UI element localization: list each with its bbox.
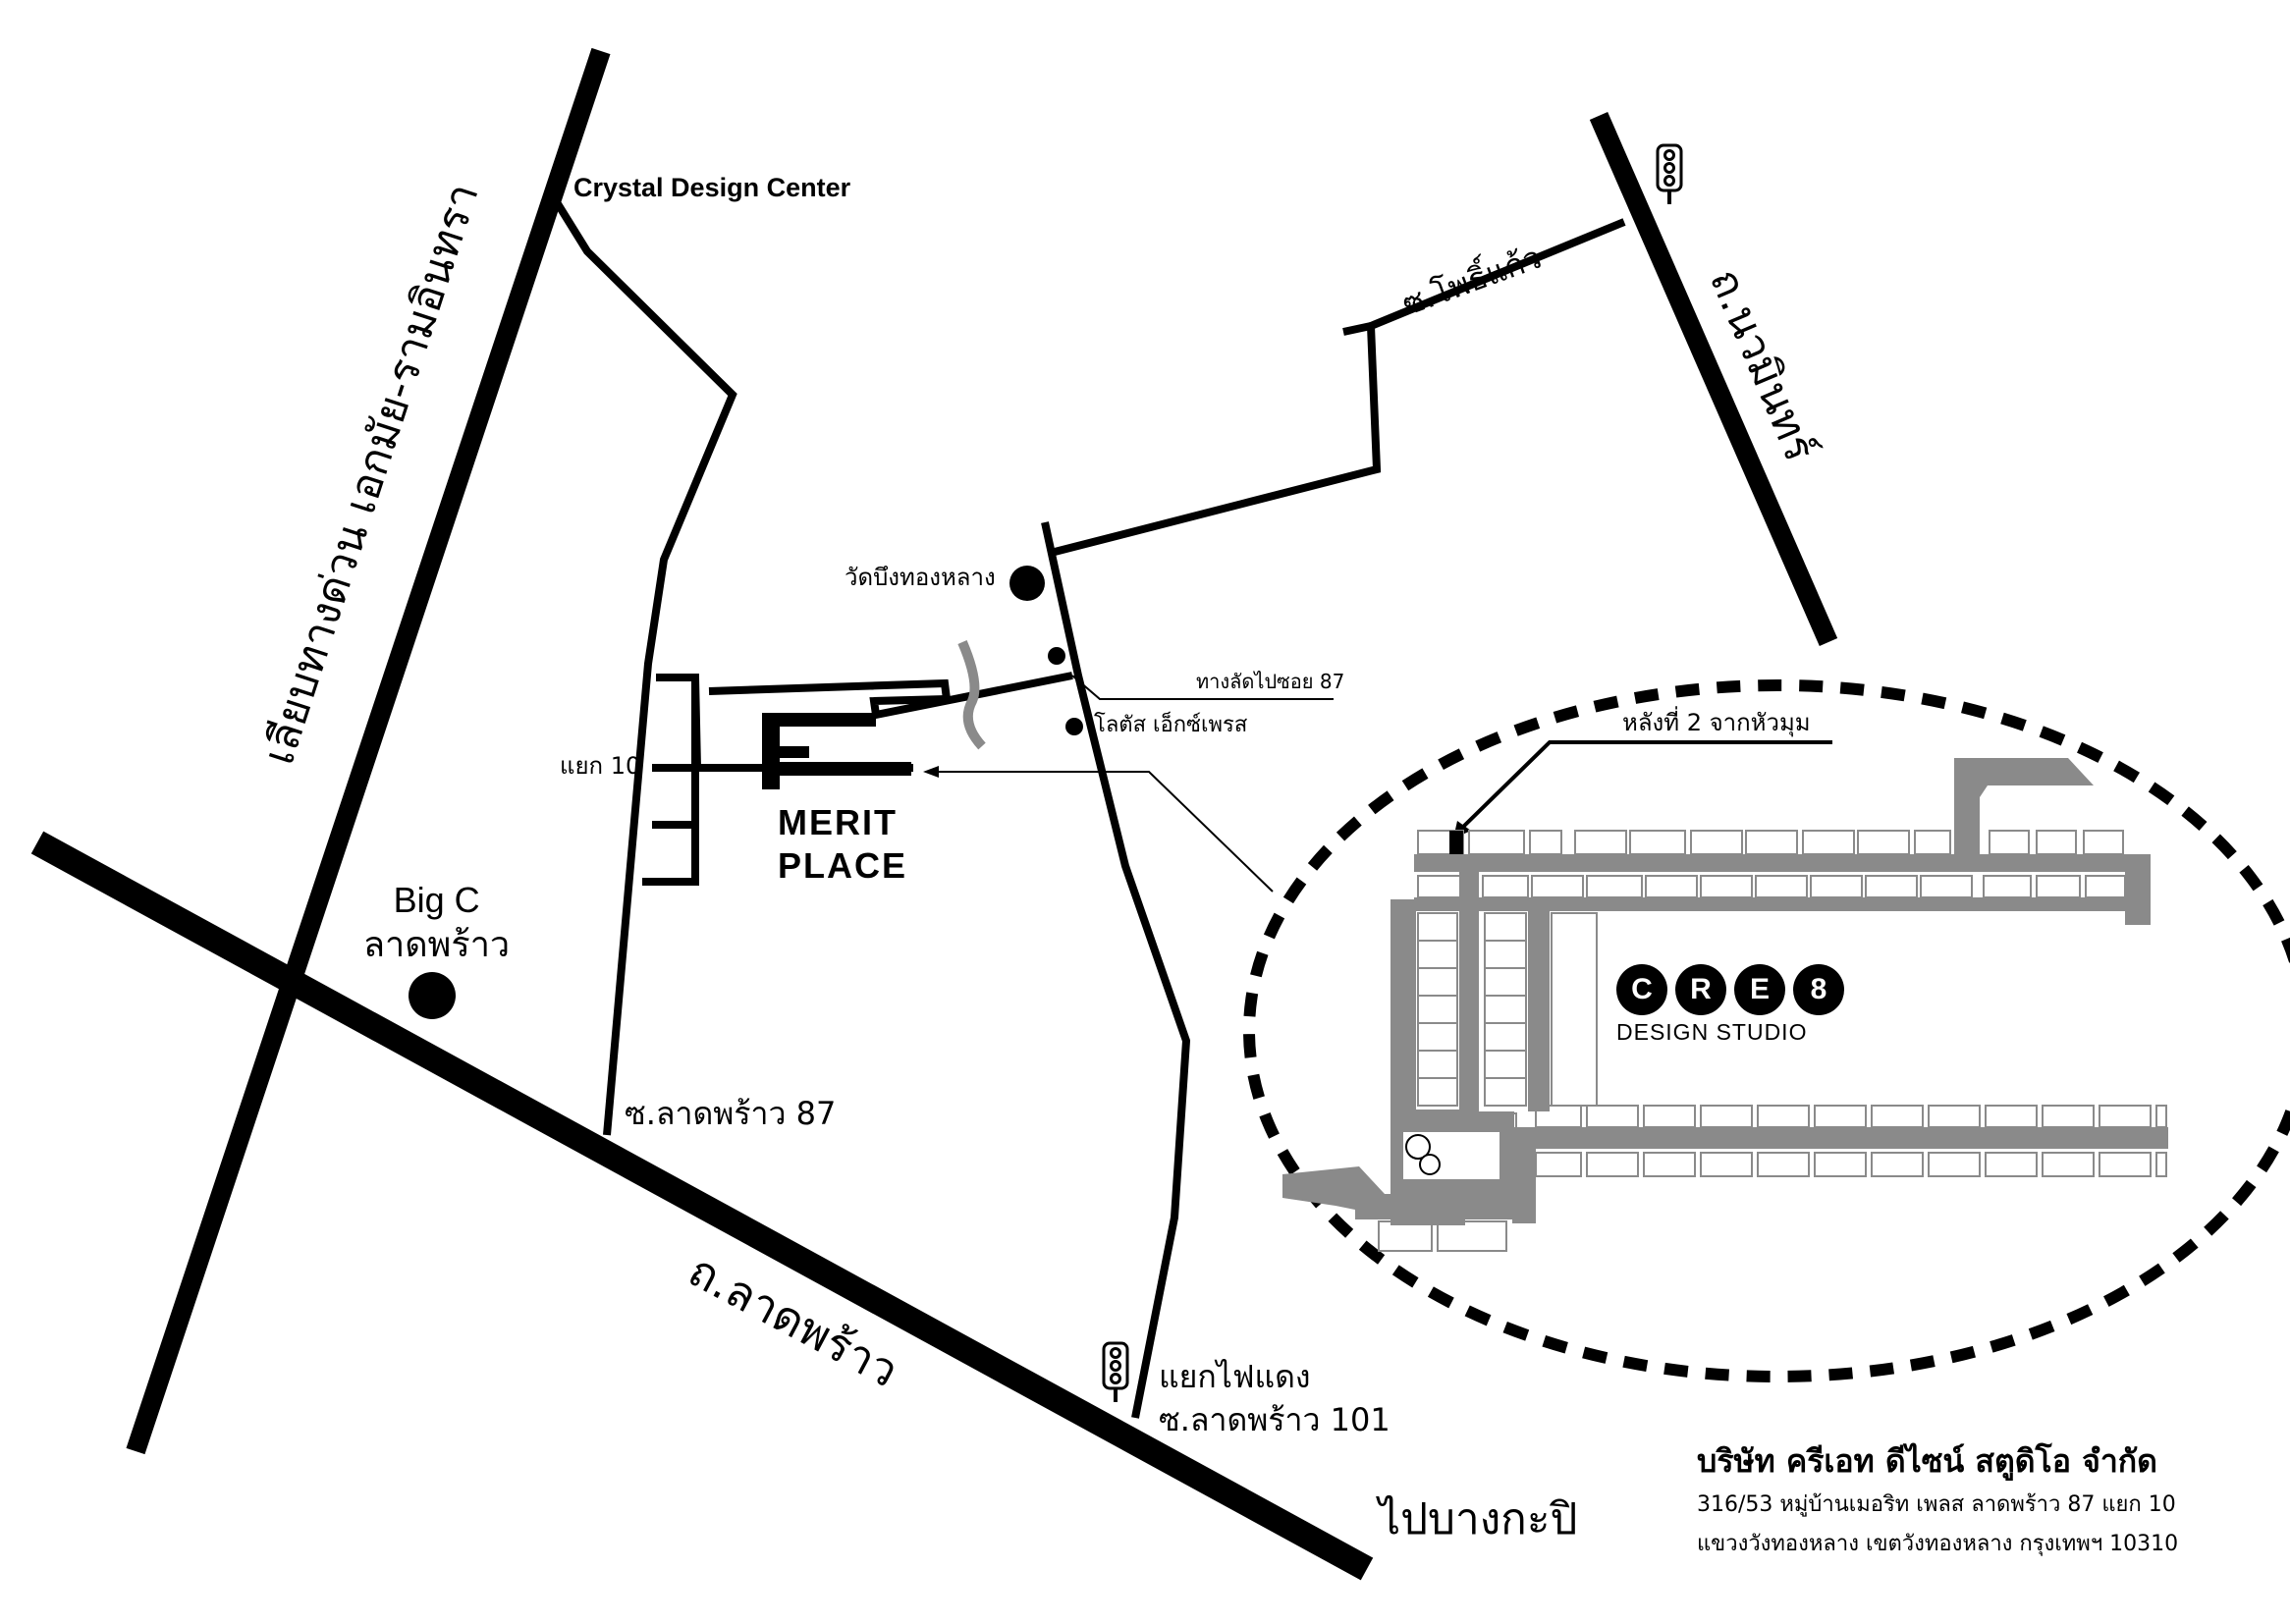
logo-letter-8: 8 [1793, 964, 1844, 1015]
second-house-leader [1457, 740, 1832, 833]
wat-bueng-thonglang-dot [1009, 566, 1045, 601]
label-merit-place: MERIT PLACE [778, 801, 907, 888]
label-yaek10: แยก 10 [560, 752, 641, 780]
soi-phokaew-stub [1342, 322, 1372, 336]
cre8-logo: C R E 8 [1616, 964, 1844, 1015]
village-pond-2 [1419, 1154, 1441, 1175]
logo-subtitle: DESIGN STUDIO [1616, 1019, 1808, 1045]
soi-ladprao-101-road [1041, 521, 1191, 1419]
label-big-c-line1: Big C [393, 880, 480, 920]
label-traffic-light: แยกไฟแดง ซ.ลาดพร้าว 101 [1159, 1355, 1390, 1441]
label-crystal-design-center: Crystal Design Center [573, 173, 851, 202]
shortcut-dot [1048, 647, 1065, 665]
company-name: บริษัท ครีเอท ดีไซน์ สตูดิโอ จำกัด [1697, 1442, 2157, 1480]
logo-letter-r: R [1675, 964, 1726, 1015]
merit-arrow-head [923, 766, 939, 778]
merit-place-building-d [780, 746, 809, 758]
label-merit-line2: PLACE [778, 845, 908, 886]
lotus-express-dot [1065, 718, 1083, 735]
merit-place-building-c [762, 762, 911, 776]
company-address-line1: 316/53 หมู่บ้านเมอริท เพลส ลาดพร้าว 87 แ… [1697, 1492, 2176, 1517]
village-pond-1 [1405, 1134, 1431, 1160]
label-to-bangkapi: ไปบางกะปิ [1379, 1494, 1578, 1544]
village-lots [1378, 830, 2167, 1252]
ladprao-road [30, 831, 1374, 1581]
canal [957, 640, 986, 750]
label-second-house: หลังที่ 2 จากหัวมุม [1622, 709, 1811, 736]
lot-dividers [1418, 940, 1526, 1079]
label-wat-bueng-thonglang: วัดบึงทองหลาง [845, 564, 996, 591]
shortcut-leader [1071, 675, 1334, 700]
label-shortcut-soi87: ทางลัดไปซอย 87 [1196, 670, 1345, 693]
village-road-3 [642, 821, 699, 886]
logo-letter-e: E [1734, 964, 1785, 1015]
label-big-c-line2: ลาดพร้าว [363, 925, 511, 965]
label-lotus-express: โลตัส เอ็กซ์เพรส [1094, 713, 1248, 737]
traffic-light-icon [1656, 143, 1683, 204]
crystal-road [548, 191, 737, 1136]
label-soi-ladprao87: ซ.ลาดพร้าว 87 [625, 1095, 837, 1132]
logo-letter-c: C [1616, 964, 1667, 1015]
label-big-c: Big C ลาดพร้าว [363, 878, 510, 968]
label-traffic-light-line2: ซ.ลาดพร้าว 101 [1159, 1401, 1390, 1438]
expressway-road [126, 47, 611, 1455]
nawamin-road [1589, 111, 1838, 647]
target-house [1449, 831, 1463, 854]
big-c-dot [409, 972, 456, 1019]
merit-place-building-b [762, 713, 876, 727]
village-road-1 [708, 672, 1073, 720]
merit-arrow-leader [929, 771, 1274, 893]
traffic-light-icon [1102, 1341, 1129, 1402]
soi-phokaew-road [1054, 218, 1626, 556]
label-merit-line1: MERIT [778, 802, 898, 842]
company-address-line2: แขวงวังทองหลาง เขตวังทองหลาง กรุงเทพฯ 10… [1697, 1532, 2179, 1556]
label-traffic-light-line1: แยกไฟแดง [1159, 1358, 1311, 1395]
village-road-2 [652, 674, 702, 772]
inset-ellipse [1243, 679, 2290, 1382]
